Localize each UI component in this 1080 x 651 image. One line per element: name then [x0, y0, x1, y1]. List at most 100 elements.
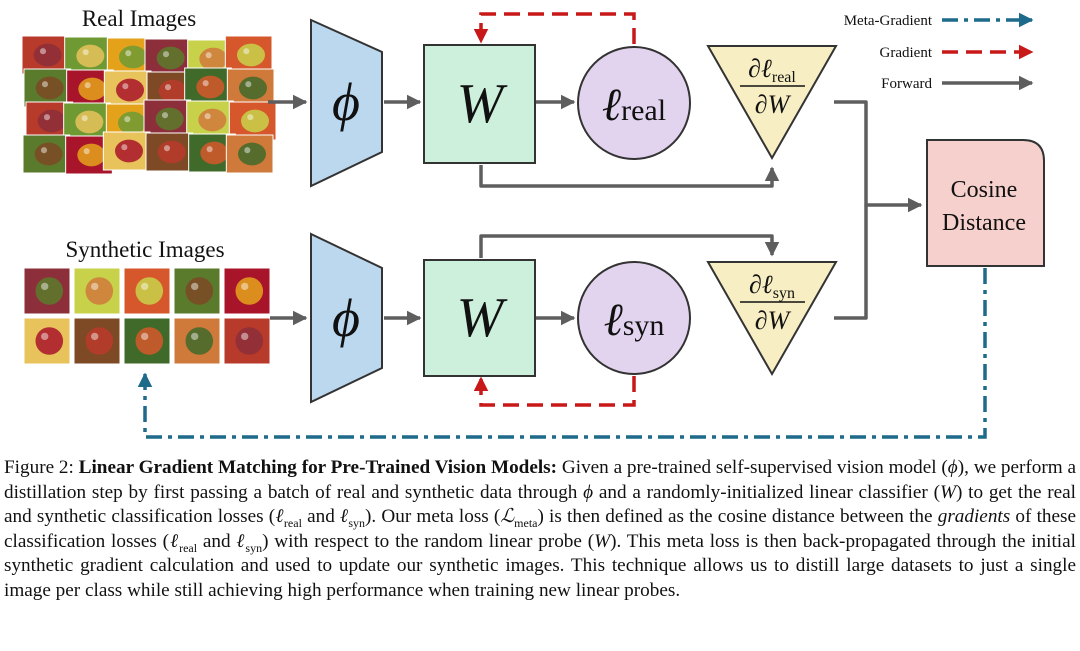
svg-text:∂ℓreal: ∂ℓreal — [748, 54, 796, 86]
caption-ell-syn: ℓ — [340, 506, 349, 528]
linear-classifier-real-label: W — [457, 73, 508, 135]
caption-title: Linear Gradient Matching for Pre-Trained… — [78, 457, 558, 478]
linear-classifier-real-box — [423, 44, 536, 164]
synthetic-image-thumbnail — [173, 317, 221, 365]
synthetic-image-thumbnail — [73, 317, 121, 365]
loss-real: ℓreal — [577, 46, 691, 160]
encoder-syn: ϕ — [310, 232, 383, 404]
svg-text:ℓreal: ℓreal — [602, 79, 666, 130]
linear-classifier-syn: W — [423, 259, 536, 377]
real-image-thumbnail — [228, 101, 277, 141]
real-image-thumbnail — [23, 68, 72, 108]
synthetic-image-thumbnail — [23, 267, 71, 315]
real-image-thumbnail — [225, 134, 274, 174]
synthetic-image-thumbnail — [123, 317, 171, 365]
caption-w: W — [939, 481, 956, 503]
encoder-syn-label: ϕ — [332, 288, 360, 348]
caption-w-2: W — [594, 530, 611, 552]
caption-and: and — [307, 506, 335, 528]
caption-text-5: ). Our meta loss ( — [365, 506, 501, 528]
svg-text:∂ℓsyn: ∂ℓsyn — [749, 270, 795, 302]
caption-text-1: Given a pre-trained self-supervised visi… — [561, 457, 948, 478]
caption-sub-real: real — [283, 516, 302, 531]
grad-real-denominator: ∂W — [755, 90, 792, 119]
grad-syn-denominator: ∂W — [755, 306, 792, 335]
caption-ell-real: ℓ — [275, 506, 284, 528]
real-image-thumbnail — [64, 36, 112, 76]
grad-real: ∂ℓreal ∂W — [706, 45, 838, 161]
real-image-thumbnail — [226, 68, 275, 108]
caption-text-8: ) with respect to the random linear prob… — [262, 530, 595, 552]
linear-classifier-syn-label: W — [457, 287, 508, 349]
caption-sub-meta: meta — [514, 516, 538, 531]
cosine-distance-line2: Distance — [942, 210, 1026, 236]
grad-syn-to-cosine-arrow — [834, 205, 868, 320]
real-image-thumbnail — [103, 70, 152, 110]
real-image-thumbnail — [144, 38, 193, 78]
loss-real-subscript: real — [621, 94, 666, 127]
grad-real-ell: ℓ — [761, 54, 772, 83]
loss-real-ell: ℓ — [602, 79, 622, 130]
svg-text:ℓsyn: ℓsyn — [604, 294, 665, 345]
loss-real-to-w-gradient — [473, 12, 636, 44]
synthetic-image-thumbnail — [173, 267, 221, 315]
synthetic-images-title: Synthetic Images — [65, 237, 224, 262]
caption-lmeta: ℒ — [500, 506, 515, 528]
encoder-real-label: ϕ — [332, 72, 360, 132]
caption-sub-syn-2: syn — [245, 540, 263, 555]
synthetic-image-thumbnail — [223, 317, 271, 365]
w-to-grad-real-arrow — [479, 165, 780, 188]
encoder-real: ϕ — [310, 18, 383, 188]
caption-text-4: ) to get the real and synthetic classifi… — [4, 481, 1077, 528]
legend-meta-gradient-label: Meta-Gradient — [844, 13, 933, 29]
caption-text-6: ) is then defined as the cosine distance… — [537, 506, 933, 528]
caption-label: Figure 2: — [4, 457, 74, 478]
synthetic-image-thumbnail — [73, 267, 121, 315]
loss-syn: ℓsyn — [577, 261, 691, 375]
synthetic-image-thumbnail — [223, 267, 271, 315]
grad-syn-ell: ℓ — [762, 270, 773, 299]
real-image-thumbnail — [102, 131, 151, 171]
grad-real-partial: ∂ — [748, 54, 761, 83]
caption-text-7: of these classification losses ( — [4, 506, 1076, 552]
loss-syn-circle — [577, 261, 691, 375]
figure-caption: Figure 2: Linear Gradient Matching for P… — [4, 456, 1076, 604]
legend-forward-label: Forward — [881, 76, 932, 92]
loss-syn-subscript: syn — [623, 309, 665, 342]
encoder-real-trapezoid — [310, 18, 383, 188]
cosine-distance: Cosine Distance — [926, 139, 1045, 267]
loss-syn-ell: ℓ — [604, 294, 624, 345]
real-image-thumbnail — [184, 67, 232, 107]
real-image-thumbnail — [186, 100, 234, 140]
real-image-thumbnail — [143, 99, 192, 139]
legend: Meta-Gradient Gradient Forward — [844, 12, 1034, 92]
loss-real-circle — [577, 46, 691, 160]
grad-syn-triangle — [706, 261, 838, 377]
grad-real-subscript: real — [772, 69, 797, 86]
real-image-thumbnail — [63, 102, 111, 142]
meta-gradient-path — [137, 268, 987, 439]
forward-connections — [268, 94, 923, 326]
caption-sub-syn: syn — [348, 516, 366, 531]
synthetic-images-grid — [23, 267, 271, 365]
caption-gradients-word: gradients — [937, 506, 1011, 528]
caption-text-3: and a randomly-initialized linear classi… — [598, 481, 940, 503]
real-image-thumbnail — [21, 35, 70, 75]
caption-and-2: and — [202, 530, 231, 552]
caption-phi: ϕ — [947, 457, 958, 478]
caption-text-2: ), we perform a distillation step by fir… — [4, 457, 1077, 503]
cosine-distance-box — [926, 139, 1045, 267]
grad-real-to-cosine-arrow — [834, 100, 923, 213]
caption-phi-2: ϕ — [583, 481, 594, 503]
synthetic-image-thumbnail — [23, 317, 71, 365]
loss-syn-to-w-gradient — [473, 376, 636, 407]
real-image-thumbnail — [145, 132, 194, 172]
caption-ell-real-2: ℓ — [169, 530, 180, 552]
synthetic-image-thumbnail — [123, 267, 171, 315]
caption-text-9: ). This meta loss is then back-propagate… — [4, 530, 1076, 601]
pipeline-diagram: Meta-Gradient Gradient Forward Real Imag… — [21, 6, 1045, 439]
caption-ell-syn-2: ℓ — [236, 530, 246, 552]
grad-syn-partial: ∂ — [749, 270, 762, 299]
linear-classifier-syn-box — [423, 259, 536, 377]
grad-real-triangle — [706, 45, 838, 161]
